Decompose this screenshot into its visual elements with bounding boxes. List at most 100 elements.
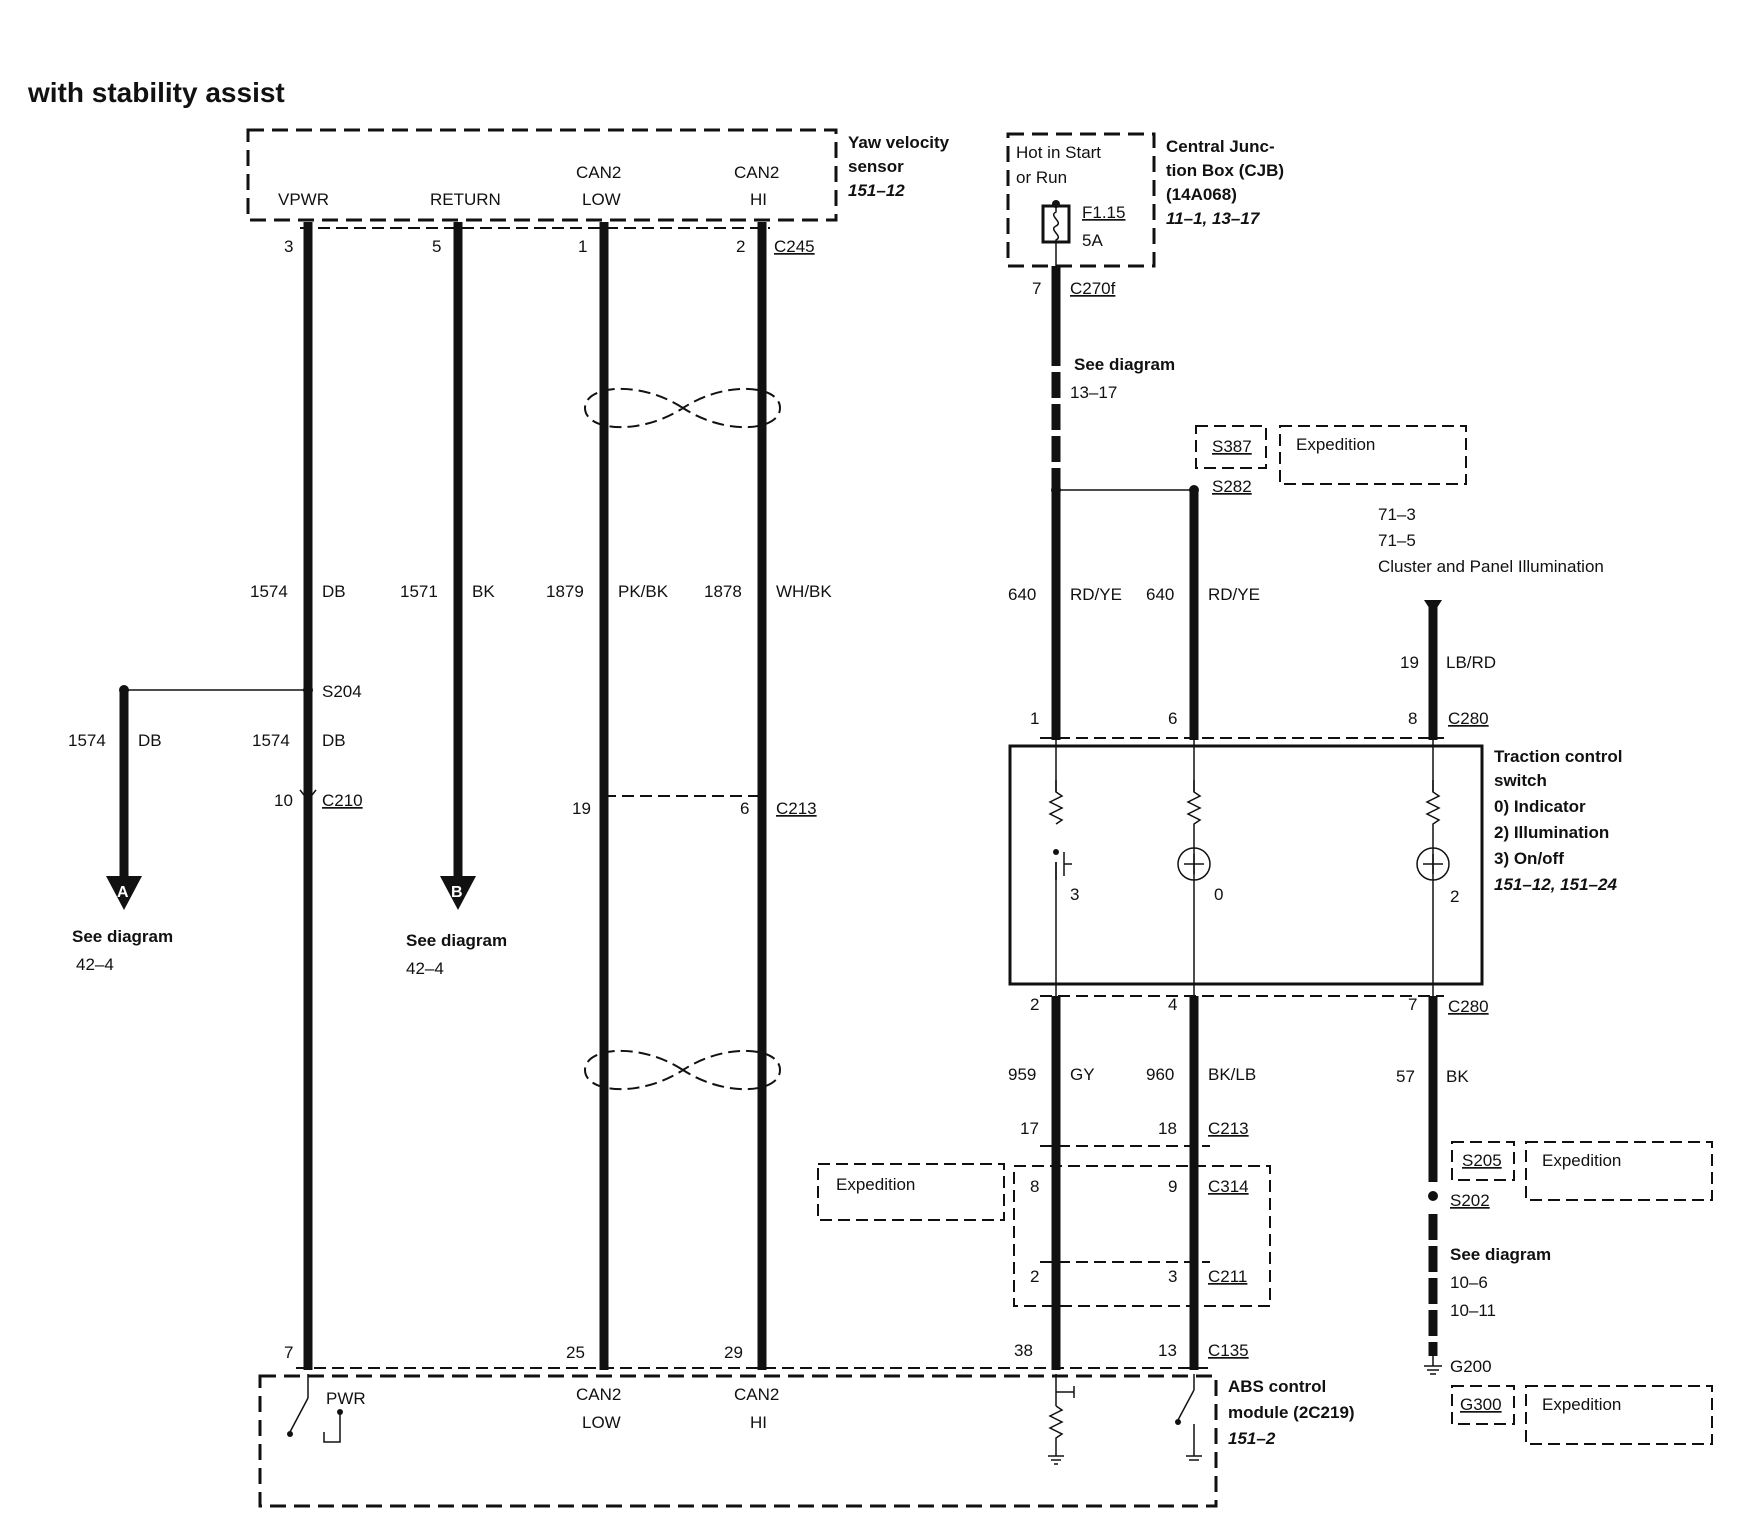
- fuse-rating: 5A: [1082, 231, 1103, 250]
- traction-switch-ref: 151–12, 151–24: [1494, 875, 1617, 894]
- switch-position-2: 2: [1450, 887, 1459, 906]
- yaw-sensor-box: [246, 128, 838, 222]
- wire-number-57: 57: [1396, 1067, 1415, 1086]
- pin-7-c280: 7: [1408, 995, 1417, 1014]
- wire-number-1879: 1879: [546, 582, 584, 601]
- s202-dot: [1428, 1191, 1438, 1201]
- ground-icon-g200: [1424, 1356, 1442, 1375]
- pin-7-c270f: 7: [1032, 279, 1041, 298]
- g300-box: [1451, 1385, 1515, 1425]
- resistor-icon-8: [1425, 780, 1441, 848]
- expedition-label-s387: Expedition: [1296, 435, 1375, 454]
- wire-number-19: 19: [1400, 653, 1419, 672]
- abs-name-1: ABS control: [1228, 1377, 1326, 1396]
- abs-ref: 151–2: [1228, 1429, 1276, 1448]
- pin-8-c280: 8: [1408, 709, 1417, 728]
- pin-2-c211: 2: [1030, 1267, 1039, 1286]
- abs-bklb-ground-icon: [1186, 1424, 1202, 1461]
- g200-label: G200: [1450, 1357, 1492, 1376]
- wire-color-lbrd: LB/RD: [1446, 653, 1496, 672]
- resistor-icon-1: [1048, 780, 1064, 825]
- s387-box: [1195, 425, 1267, 469]
- wire-color-db-lower: DB: [322, 731, 346, 750]
- illumination-lamp-filament: [1423, 854, 1443, 874]
- pin-18: 18: [1158, 1119, 1177, 1138]
- abs-bklb-switch-icon: [1177, 1389, 1195, 1421]
- pin-25: 25: [566, 1343, 585, 1362]
- illumination-ref-2: 71–5: [1378, 531, 1416, 550]
- c280-bottom-label: C280: [1448, 997, 1489, 1016]
- pwr-switch-dot: [337, 1409, 343, 1415]
- yaw-sensor-name-1: Yaw velocity: [848, 133, 950, 152]
- offpage-a-letter: A: [117, 884, 129, 901]
- pin-label-can2-low-2: LOW: [582, 190, 621, 209]
- abs-gy-resistor-icon: [1048, 1405, 1064, 1456]
- cjb-name-1: Central Junc-: [1166, 137, 1275, 156]
- c211-label: C211: [1208, 1267, 1247, 1286]
- abs-bklb-switch-contact: [1175, 1419, 1181, 1425]
- c210-label: C210: [322, 791, 363, 810]
- cjb-name-2: tion Box (CJB): [1166, 161, 1284, 180]
- twisted-pair-symbol-top: [583, 387, 782, 429]
- abs-module-box: [258, 1374, 1218, 1508]
- traction-switch-name-1: Traction control: [1494, 747, 1622, 766]
- wire-color-bk: BK: [472, 582, 495, 601]
- ground-ref-2: 10–11: [1450, 1301, 1496, 1320]
- cjb-name-3: (14A068): [1166, 185, 1237, 204]
- traction-switch-item-2: 2) Illumination: [1494, 823, 1609, 842]
- ground-see-diagram: See diagram: [1450, 1245, 1551, 1264]
- wire-number-1574-lower: 1574: [252, 731, 290, 750]
- pin-13: 13: [1158, 1341, 1177, 1360]
- offpage-a-ref: 42–4: [76, 955, 114, 974]
- ground-ref-1: 10–6: [1450, 1273, 1488, 1292]
- abs-can2-low-2: LOW: [582, 1413, 621, 1432]
- wire-color-pkbk: PK/BK: [618, 582, 669, 601]
- pin-2: 2: [736, 237, 745, 256]
- s205-label: S205: [1462, 1151, 1502, 1170]
- page-title: with stability assist: [27, 77, 285, 108]
- c314-c211-box: [1013, 1165, 1271, 1307]
- pin-label-can2-hi-2: HI: [750, 190, 767, 209]
- pin-2-c280: 2: [1030, 995, 1039, 1014]
- wire-color-rdye-right: RD/YE: [1208, 585, 1260, 604]
- wire-number-1878: 1878: [704, 582, 742, 601]
- wire-number-640-left: 640: [1008, 585, 1036, 604]
- traction-switch-item-3: 3) On/off: [1494, 849, 1564, 868]
- s387-label: S387: [1212, 437, 1252, 456]
- pin-label-can2-hi-1: CAN2: [734, 163, 779, 182]
- wire-color-bk-57: BK: [1446, 1067, 1469, 1086]
- fuse-id: F1.15: [1082, 203, 1125, 222]
- wire-color-whbk: WH/BK: [776, 582, 832, 601]
- s204-label: S204: [322, 682, 362, 701]
- wire-number-960: 960: [1146, 1065, 1174, 1084]
- cjb-see-ref: 13–17: [1070, 383, 1117, 402]
- pin-17: 17: [1020, 1119, 1039, 1138]
- pin-label-can2-low-1: CAN2: [576, 163, 621, 182]
- pwr-switch-contact: [287, 1431, 293, 1437]
- abs-gy-tap: [1056, 1386, 1075, 1398]
- offpage-arrow-b: [440, 876, 476, 910]
- illumination-label: Cluster and Panel Illumination: [1378, 557, 1604, 576]
- abs-name-2: module (2C219): [1228, 1403, 1355, 1422]
- illumination-lamp-icon: [1416, 847, 1450, 881]
- pin-3-c211: 3: [1168, 1267, 1177, 1286]
- expedition-label-c314: Expedition: [836, 1175, 915, 1194]
- c210-arrow: [299, 789, 317, 802]
- s205-box: [1451, 1141, 1515, 1181]
- fuse-dot: [1052, 200, 1060, 208]
- wire-number-1574: 1574: [250, 582, 288, 601]
- switch-position-0: 0: [1214, 885, 1223, 904]
- fuse-element: [1053, 204, 1059, 266]
- pin-7-abs: 7: [284, 1343, 293, 1362]
- s202-label: S202: [1450, 1191, 1490, 1210]
- expedition-label-s205: Expedition: [1542, 1151, 1621, 1170]
- pin-6-c280: 6: [1168, 709, 1177, 728]
- pwr-switch-icon: [289, 1397, 341, 1443]
- resistor-icon-6: [1186, 780, 1202, 848]
- c135-label: C135: [1208, 1341, 1249, 1360]
- expedition-box-c314: [817, 1163, 1005, 1221]
- switch-internal-gap-6: [1186, 792, 1202, 848]
- offpage-a-see-diagram: See diagram: [72, 927, 173, 946]
